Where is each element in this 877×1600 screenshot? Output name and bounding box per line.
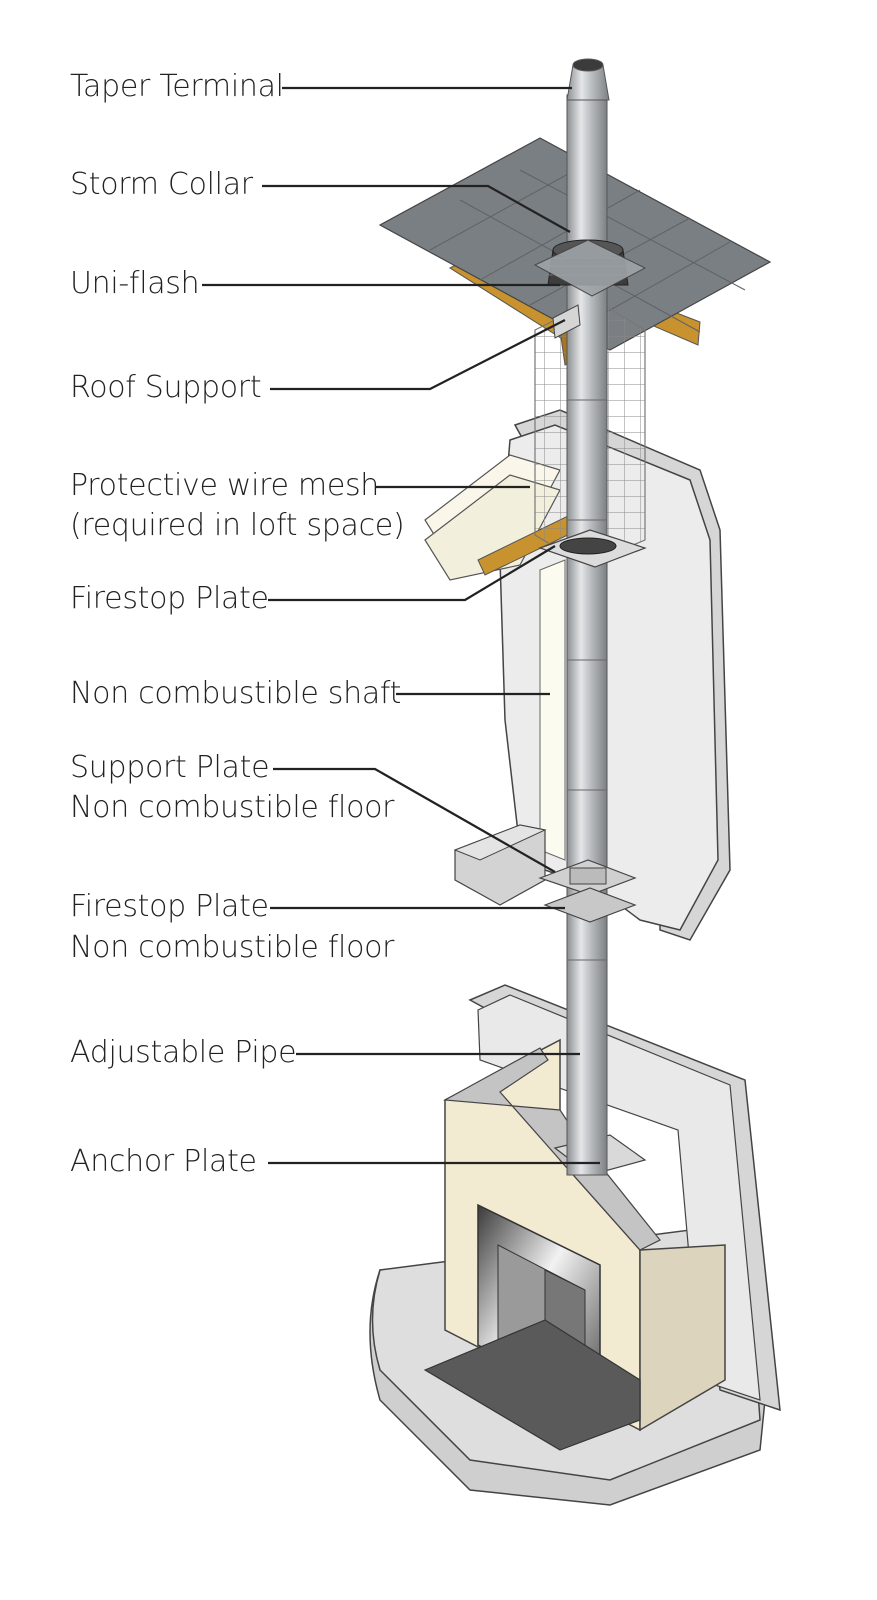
label-support-plate-line2: Non combustible floor <box>70 790 395 825</box>
label-adjustable-pipe: Adjustable Pipe <box>70 1035 297 1070</box>
label-storm-collar: Storm Collar <box>70 167 253 202</box>
label-anchor-plate: Anchor Plate <box>70 1144 257 1179</box>
leader-firestop-upper <box>268 545 556 602</box>
label-firestop-plate-upper: Firestop Plate <box>70 581 269 616</box>
leader-lines <box>202 86 600 1165</box>
leader-roof-support <box>270 319 566 391</box>
leader-support-plate <box>273 767 556 873</box>
support-plate <box>538 859 637 896</box>
label-roof-support: Roof Support <box>70 370 262 405</box>
leader-storm-collar <box>262 184 571 233</box>
uni-flash <box>533 239 647 297</box>
label-wire-mesh-line1: Protective wire mesh <box>70 468 380 503</box>
firestop-plate-upper <box>538 529 647 568</box>
label-uni-flash: Uni-flash <box>70 266 200 301</box>
label-firestop-plate-lower-line2: Non combustible floor <box>70 930 395 965</box>
fireplace <box>423 1038 726 1451</box>
label-wire-mesh-line2: (required in loft space) <box>70 508 405 543</box>
label-taper-terminal: Taper Terminal <box>70 69 284 104</box>
roof-support <box>552 304 581 339</box>
label-shaft: Non combustible shaft <box>70 676 402 711</box>
label-firestop-plate-lower-line1: Firestop Plate <box>70 889 269 924</box>
flue-pipe <box>566 58 610 1176</box>
label-support-plate-line1: Support Plate <box>70 750 270 785</box>
firestop-plate-lower <box>543 887 637 923</box>
